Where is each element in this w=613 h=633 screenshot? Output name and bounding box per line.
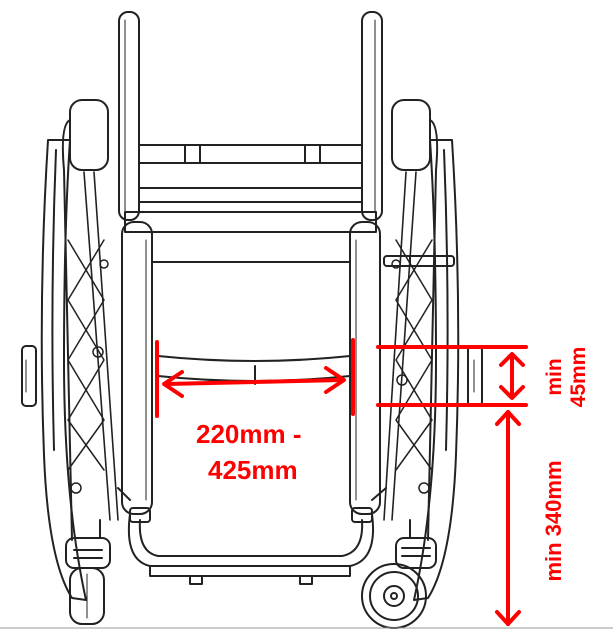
min-gap-label-line1: min (543, 358, 566, 396)
min-gap-dimension (376, 345, 528, 407)
cross-brace-right (391, 239, 433, 494)
min-gap-label-line2: 45mm (567, 346, 590, 408)
cross-brace-left (67, 239, 109, 494)
seat-side-tube-left (121, 221, 153, 515)
wheel-lock-right (383, 255, 455, 267)
push-handle-right (361, 11, 383, 221)
min-height-dimension (495, 410, 521, 626)
footrest (117, 487, 387, 585)
seat-width-label-line2: 425mm (208, 455, 298, 485)
push-handle-left (118, 11, 140, 221)
seat-sling (151, 231, 351, 471)
backrest-crossbars (124, 144, 377, 233)
seat-width-dimension (155, 338, 355, 418)
caster-left (65, 519, 111, 625)
min-height-label: min 340mm (541, 460, 566, 582)
min-gap-label: min 45mm (543, 337, 593, 417)
rear-wheel-right (383, 99, 483, 601)
seat-width-label-line1: 220mm - (196, 419, 302, 449)
rear-wheel-left (21, 99, 119, 601)
